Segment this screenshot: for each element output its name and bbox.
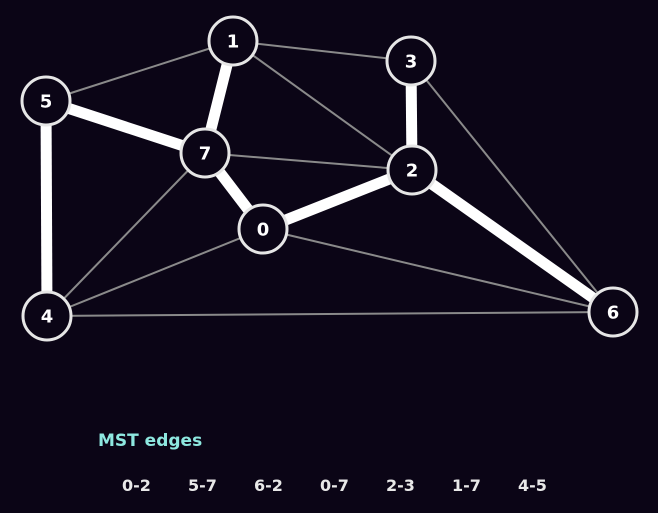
mst-edge-6-2 [408, 165, 617, 317]
node-label: 1 [227, 32, 240, 53]
graph-node-2: 2 [386, 144, 438, 196]
graph-edge-0-6 [262, 228, 614, 313]
node-circle [179, 127, 231, 179]
node-label: 4 [41, 307, 54, 328]
mst-edge-0-2 [260, 164, 415, 235]
mst-edge-list: 0-2 5-7 6-2 0-7 2-3 1-7 4-5 [122, 476, 584, 495]
node-circle [386, 144, 438, 196]
mst-edge-label: 2-3 [386, 476, 415, 495]
node-circle [21, 290, 73, 342]
graph-node-5: 5 [20, 75, 72, 127]
graph-canvas: 0 1 2 3 4 5 6 7 [20, 15, 639, 342]
graph-node-1: 1 [207, 15, 259, 67]
graph-node-6: 6 [587, 286, 639, 338]
graph-edge-0-4 [46, 228, 264, 317]
graph-edge-7-2 [204, 152, 413, 171]
edges-layer [40, 39, 617, 317]
node-label: 2 [406, 161, 419, 182]
node-circle [587, 286, 639, 338]
graph-edge-4-6 [46, 311, 614, 317]
node-circle [20, 75, 72, 127]
mst-edge-label: 0-2 [122, 476, 151, 495]
graph-edge-7-4 [46, 152, 206, 317]
mst-edge-label: 6-2 [254, 476, 283, 495]
mst-caption-title: MST edges [98, 431, 203, 451]
graph-edge-1-5 [45, 40, 234, 102]
mst-edge-label: 4-5 [518, 476, 547, 495]
mst-edge-5-7 [44, 95, 207, 159]
node-label: 5 [40, 92, 53, 113]
node-label: 6 [607, 303, 620, 324]
node-label: 0 [257, 220, 270, 241]
graph-node-4: 4 [21, 290, 73, 342]
graph-node-7: 7 [179, 127, 231, 179]
nodes-layer: 0 1 2 3 4 5 6 7 [20, 15, 639, 342]
mst-edge-label: 1-7 [452, 476, 481, 495]
node-label: 7 [199, 144, 212, 165]
mst-edge-4-5 [40, 100, 53, 317]
node-circle [237, 203, 289, 255]
graph-node-0: 0 [237, 203, 289, 255]
graph-edge-3-6 [410, 60, 614, 313]
graph-node-3: 3 [385, 35, 437, 87]
node-circle [207, 15, 259, 67]
graph-edge-1-2 [232, 40, 413, 171]
node-label: 3 [405, 52, 418, 73]
node-circle [385, 35, 437, 87]
graph-edge-1-3 [232, 40, 412, 62]
mst-edge-label: 0-7 [320, 476, 349, 495]
mst-edge-label: 5-7 [188, 476, 217, 495]
